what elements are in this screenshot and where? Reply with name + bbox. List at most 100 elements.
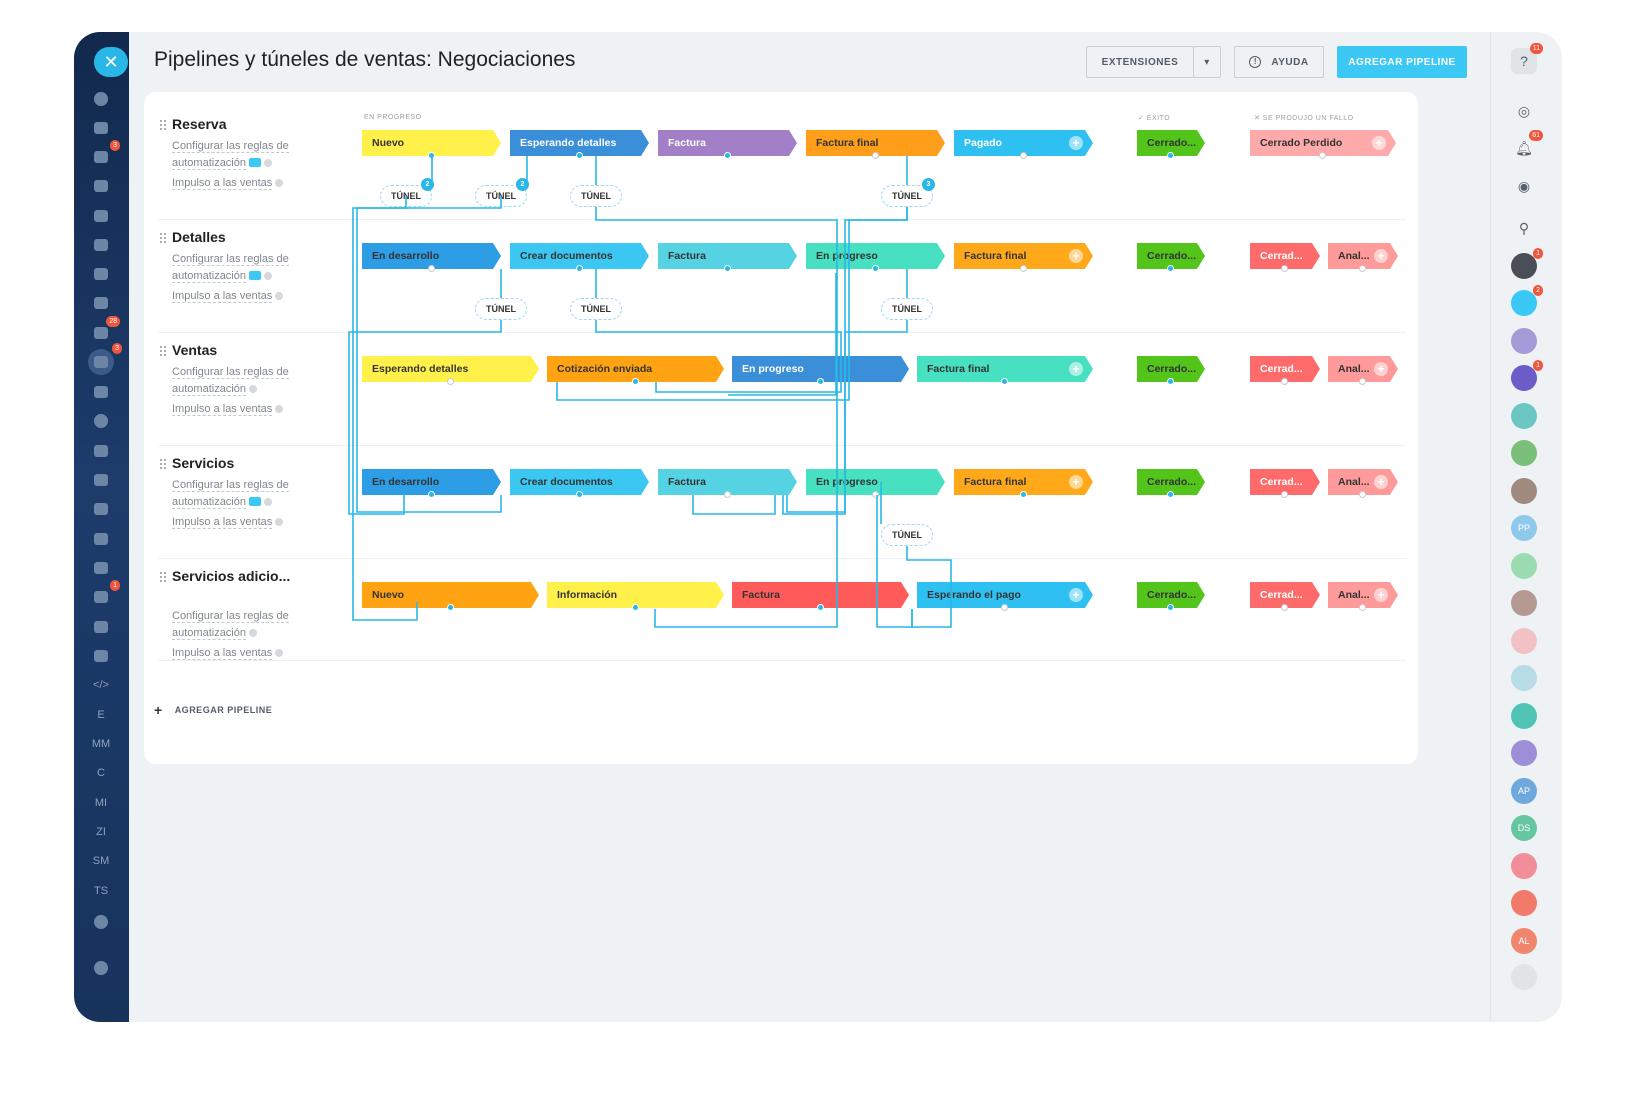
connector-dot[interactable]: [816, 604, 824, 611]
sidebar-item-hr[interactable]: [90, 557, 112, 579]
connector-dot[interactable]: [1001, 604, 1008, 611]
phone-avatar[interactable]: [1511, 703, 1537, 729]
add-pipeline-button[interactable]: AGREGAR PIPELINE: [1337, 46, 1467, 78]
avatar[interactable]: [1511, 403, 1537, 429]
stage[interactable]: Factura final: [806, 130, 945, 156]
stage[interactable]: Esperando detalles: [510, 130, 649, 156]
stage[interactable]: Pagado+: [954, 130, 1093, 156]
pipeline-name[interactable]: Detalles: [172, 229, 226, 245]
sidebar-item-contact-center[interactable]: [90, 381, 112, 403]
drag-handle-icon[interactable]: [160, 120, 166, 130]
sidebar-item-e[interactable]: E: [90, 704, 112, 726]
stage[interactable]: Factura final+: [917, 356, 1093, 382]
fail-stage[interactable]: Anal...+: [1328, 469, 1398, 495]
group-avatar[interactable]: [1511, 740, 1537, 766]
success-stage[interactable]: Cerrado...: [1137, 469, 1205, 495]
sidebar-item-inventory[interactable]: [90, 616, 112, 638]
add-stage-icon[interactable]: +: [1374, 249, 1388, 263]
sidebar-item-automation[interactable]: [90, 645, 112, 667]
connector-dot[interactable]: [1019, 491, 1027, 498]
sidebar-item-ts[interactable]: TS: [90, 880, 112, 902]
sidebar-item-calendar[interactable]: [90, 175, 112, 197]
connector-dot[interactable]: [1167, 491, 1174, 498]
sidebar-item-mi[interactable]: MI: [90, 792, 112, 814]
sidebar-item-bot[interactable]: 1: [90, 580, 120, 608]
fail-stage[interactable]: Cerrad...: [1250, 243, 1320, 269]
drag-handle-icon[interactable]: [160, 459, 166, 469]
extensions-button[interactable]: EXTENSIONES: [1086, 46, 1194, 78]
connector-dot[interactable]: [575, 491, 583, 498]
sidebar-item-help[interactable]: [90, 957, 112, 979]
add-stage-icon[interactable]: +: [1069, 362, 1083, 376]
fail-stage[interactable]: Anal...+: [1328, 243, 1398, 269]
sidebar-item-marketing[interactable]: [90, 410, 112, 432]
connector-dot[interactable]: [575, 265, 583, 272]
connector-dot[interactable]: [631, 604, 639, 611]
connector-dot[interactable]: [723, 152, 731, 159]
notifications-icon[interactable]: 🔔︎61: [1511, 130, 1543, 161]
sales-boost-link[interactable]: Impulso a las ventas: [172, 288, 284, 305]
sales-boost-link[interactable]: Impulso a las ventas: [172, 645, 284, 662]
sales-boost-link[interactable]: Impulso a las ventas: [172, 175, 284, 192]
add-stage-icon[interactable]: +: [1374, 588, 1388, 602]
group-avatar[interactable]: [1511, 890, 1537, 916]
connector-dot[interactable]: [1281, 265, 1288, 272]
sidebar-item-sm[interactable]: SM: [90, 850, 112, 872]
avatar[interactable]: [1511, 478, 1537, 504]
fail-stage[interactable]: Anal...+: [1328, 356, 1398, 382]
sidebar-item-zi[interactable]: ZI: [90, 821, 112, 843]
connector-dot[interactable]: [1167, 604, 1174, 611]
tunnel-node[interactable]: TÚNEL: [570, 298, 622, 320]
group-avatar[interactable]: [1511, 853, 1537, 879]
connector-dot[interactable]: [446, 604, 454, 611]
fail-stage[interactable]: Cerrad...: [1250, 356, 1320, 382]
add-stage-icon[interactable]: +: [1372, 136, 1386, 150]
sidebar-item-feed[interactable]: [90, 88, 112, 110]
avatar[interactable]: [1511, 553, 1537, 579]
pipeline-name[interactable]: Servicios: [172, 455, 235, 471]
connector-dot[interactable]: [723, 491, 731, 498]
stage[interactable]: Nuevo: [362, 130, 501, 156]
connector-dot[interactable]: [575, 152, 583, 159]
add-stage-icon[interactable]: +: [1069, 249, 1083, 263]
drag-handle-icon[interactable]: [160, 346, 166, 356]
add-stage-icon[interactable]: +: [1374, 475, 1388, 489]
drag-handle-icon[interactable]: [160, 572, 166, 582]
sidebar-item-checklist[interactable]: 28: [90, 316, 120, 344]
connector-dot[interactable]: [1281, 491, 1288, 498]
connector-dot[interactable]: [723, 265, 731, 272]
stage[interactable]: Factura final+: [954, 243, 1093, 269]
connector-dot[interactable]: [427, 265, 435, 272]
sidebar-item-drive[interactable]: [90, 234, 112, 256]
tunnel-node[interactable]: TÚNEL: [570, 185, 622, 207]
fail-stage[interactable]: Anal...+: [1328, 582, 1398, 608]
close-icon[interactable]: ✕: [94, 47, 128, 77]
connector-dot[interactable]: [427, 491, 435, 498]
sidebar-item-docs[interactable]: [90, 205, 112, 227]
connector-dot[interactable]: [816, 378, 824, 385]
add-stage-icon[interactable]: +: [1374, 362, 1388, 376]
sidebar-item-c[interactable]: C: [90, 762, 112, 784]
avatar[interactable]: [1511, 628, 1537, 654]
connector-dot[interactable]: [1167, 265, 1174, 272]
connector-dot[interactable]: [1359, 604, 1366, 611]
sidebar-item-more[interactable]: [90, 911, 112, 933]
connector-dot[interactable]: [871, 491, 879, 498]
group-avatar[interactable]: 1: [1511, 360, 1543, 391]
connector-dot[interactable]: [871, 265, 879, 272]
avatar[interactable]: [1511, 665, 1537, 691]
tunnel-node[interactable]: TÚNEL: [475, 298, 527, 320]
fail-stage[interactable]: Cerrado Perdido+: [1250, 130, 1396, 156]
sales-boost-link[interactable]: Impulso a las ventas: [172, 401, 284, 418]
user-icon[interactable]: [1511, 964, 1537, 990]
connector-dot[interactable]: [446, 378, 454, 385]
pipeline-name[interactable]: Servicios adicio...: [172, 568, 291, 584]
connector-dot[interactable]: [1281, 378, 1288, 385]
sidebar-item-mail[interactable]: [90, 263, 112, 285]
add-stage-icon[interactable]: +: [1069, 588, 1083, 602]
tunnel-node[interactable]: TÚNEL: [881, 524, 933, 546]
